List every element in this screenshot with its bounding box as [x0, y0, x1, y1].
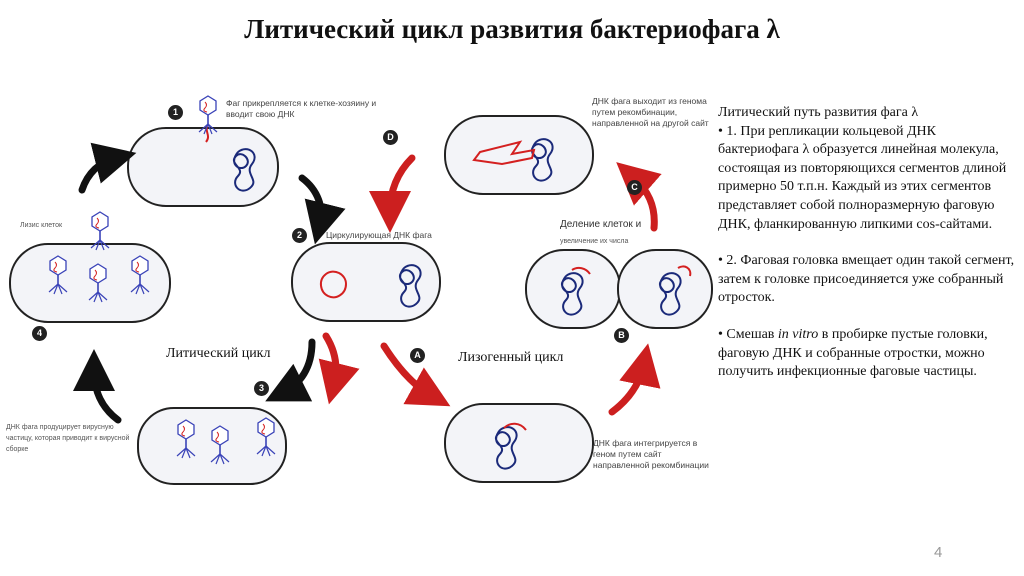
caption-step1: Фаг прикрепляется к клетке-хозяину и вво…: [226, 98, 377, 119]
lytic-cycle-label: Литический цикл: [164, 346, 273, 362]
arrow-B-to-C: [616, 162, 662, 232]
arrow-1-to-2: [298, 174, 346, 245]
description-point-1: • 1. При репликации кольцевой ДНК бактер…: [718, 123, 1007, 232]
step-badge-1: 1: [168, 105, 183, 120]
step-badge-C: C: [627, 180, 642, 195]
caption-stepA: ДНК фага интегрируется в геном путем сай…: [593, 438, 709, 470]
description-point-3-post: в пробирке пустые головки, фаговую ДНК и…: [718, 326, 988, 380]
cell-stepD: [444, 115, 594, 195]
page-number: 4: [934, 544, 943, 561]
arrow-2-to-A: [380, 342, 451, 407]
arrow-4-to-1: [78, 142, 137, 194]
caption-step2: Циркулирующая ДНК фага: [326, 230, 432, 240]
prophage-div-left: [571, 266, 591, 275]
slide-title: Литический цикл развития бактериофага λ: [244, 14, 780, 44]
description-point-2: • 2. Фаговая головка вмещает один такой …: [718, 253, 1015, 306]
description-point-3: • Смешав in vitro в пробирке пустые голо…: [718, 326, 1018, 382]
description-point-3-pre: • Смешав: [718, 326, 778, 342]
caption-step4: ДНК фага продуцирует вирусную частицу, к…: [6, 424, 130, 453]
excised-phage-dna: [472, 140, 536, 166]
chromosome-div-right: [659, 272, 682, 316]
cell-divide-right: [617, 249, 713, 329]
lysogenic-cycle-label: Лизогенный цикл: [456, 350, 566, 366]
caption-division: Деление клеток и: [560, 219, 642, 230]
chromosome-D: [531, 138, 554, 182]
caption-lysis: Лизис клеток: [20, 222, 63, 229]
chromosome-A: [495, 426, 518, 470]
arrow-D-to-2: [369, 154, 416, 233]
prophage-div-right: [677, 265, 692, 277]
caption-stepD: ДНК фага выходит из генома путем рекомби…: [592, 96, 709, 128]
circular-phage-dna: [320, 270, 348, 299]
step-badge-D: D: [383, 130, 398, 145]
step-badge-4: 4: [32, 326, 47, 341]
step-badge-3: 3: [254, 381, 269, 396]
description-point-3-em: in vitro: [777, 326, 819, 342]
chromosome-2: [399, 264, 422, 308]
arrow-2-to-3: [265, 338, 316, 402]
description-panel: Литический путь развития фага λ • 1. При…: [718, 104, 1018, 400]
step-badge-B: B: [614, 328, 629, 343]
cell-step3: [137, 407, 287, 485]
arrow-3-to-4: [73, 349, 122, 424]
step-badge-A: A: [410, 348, 425, 363]
description-heading: Литический путь развития фага λ: [718, 105, 919, 120]
cell-step4: [9, 243, 171, 323]
prophage-A: [503, 422, 527, 431]
cell-step2: [291, 242, 441, 322]
step-badge-2: 2: [292, 228, 307, 243]
arrow-2-red-lytic: [318, 332, 360, 405]
chromosome-div-left: [561, 272, 584, 316]
arrow-A-to-B: [608, 343, 661, 416]
chromosome-1: [233, 148, 256, 192]
caption-division-sub: увеличение их числа: [560, 238, 629, 245]
cell-step1: [127, 127, 279, 207]
cell-divide-left: [525, 249, 621, 329]
cell-stepA: [444, 403, 594, 483]
